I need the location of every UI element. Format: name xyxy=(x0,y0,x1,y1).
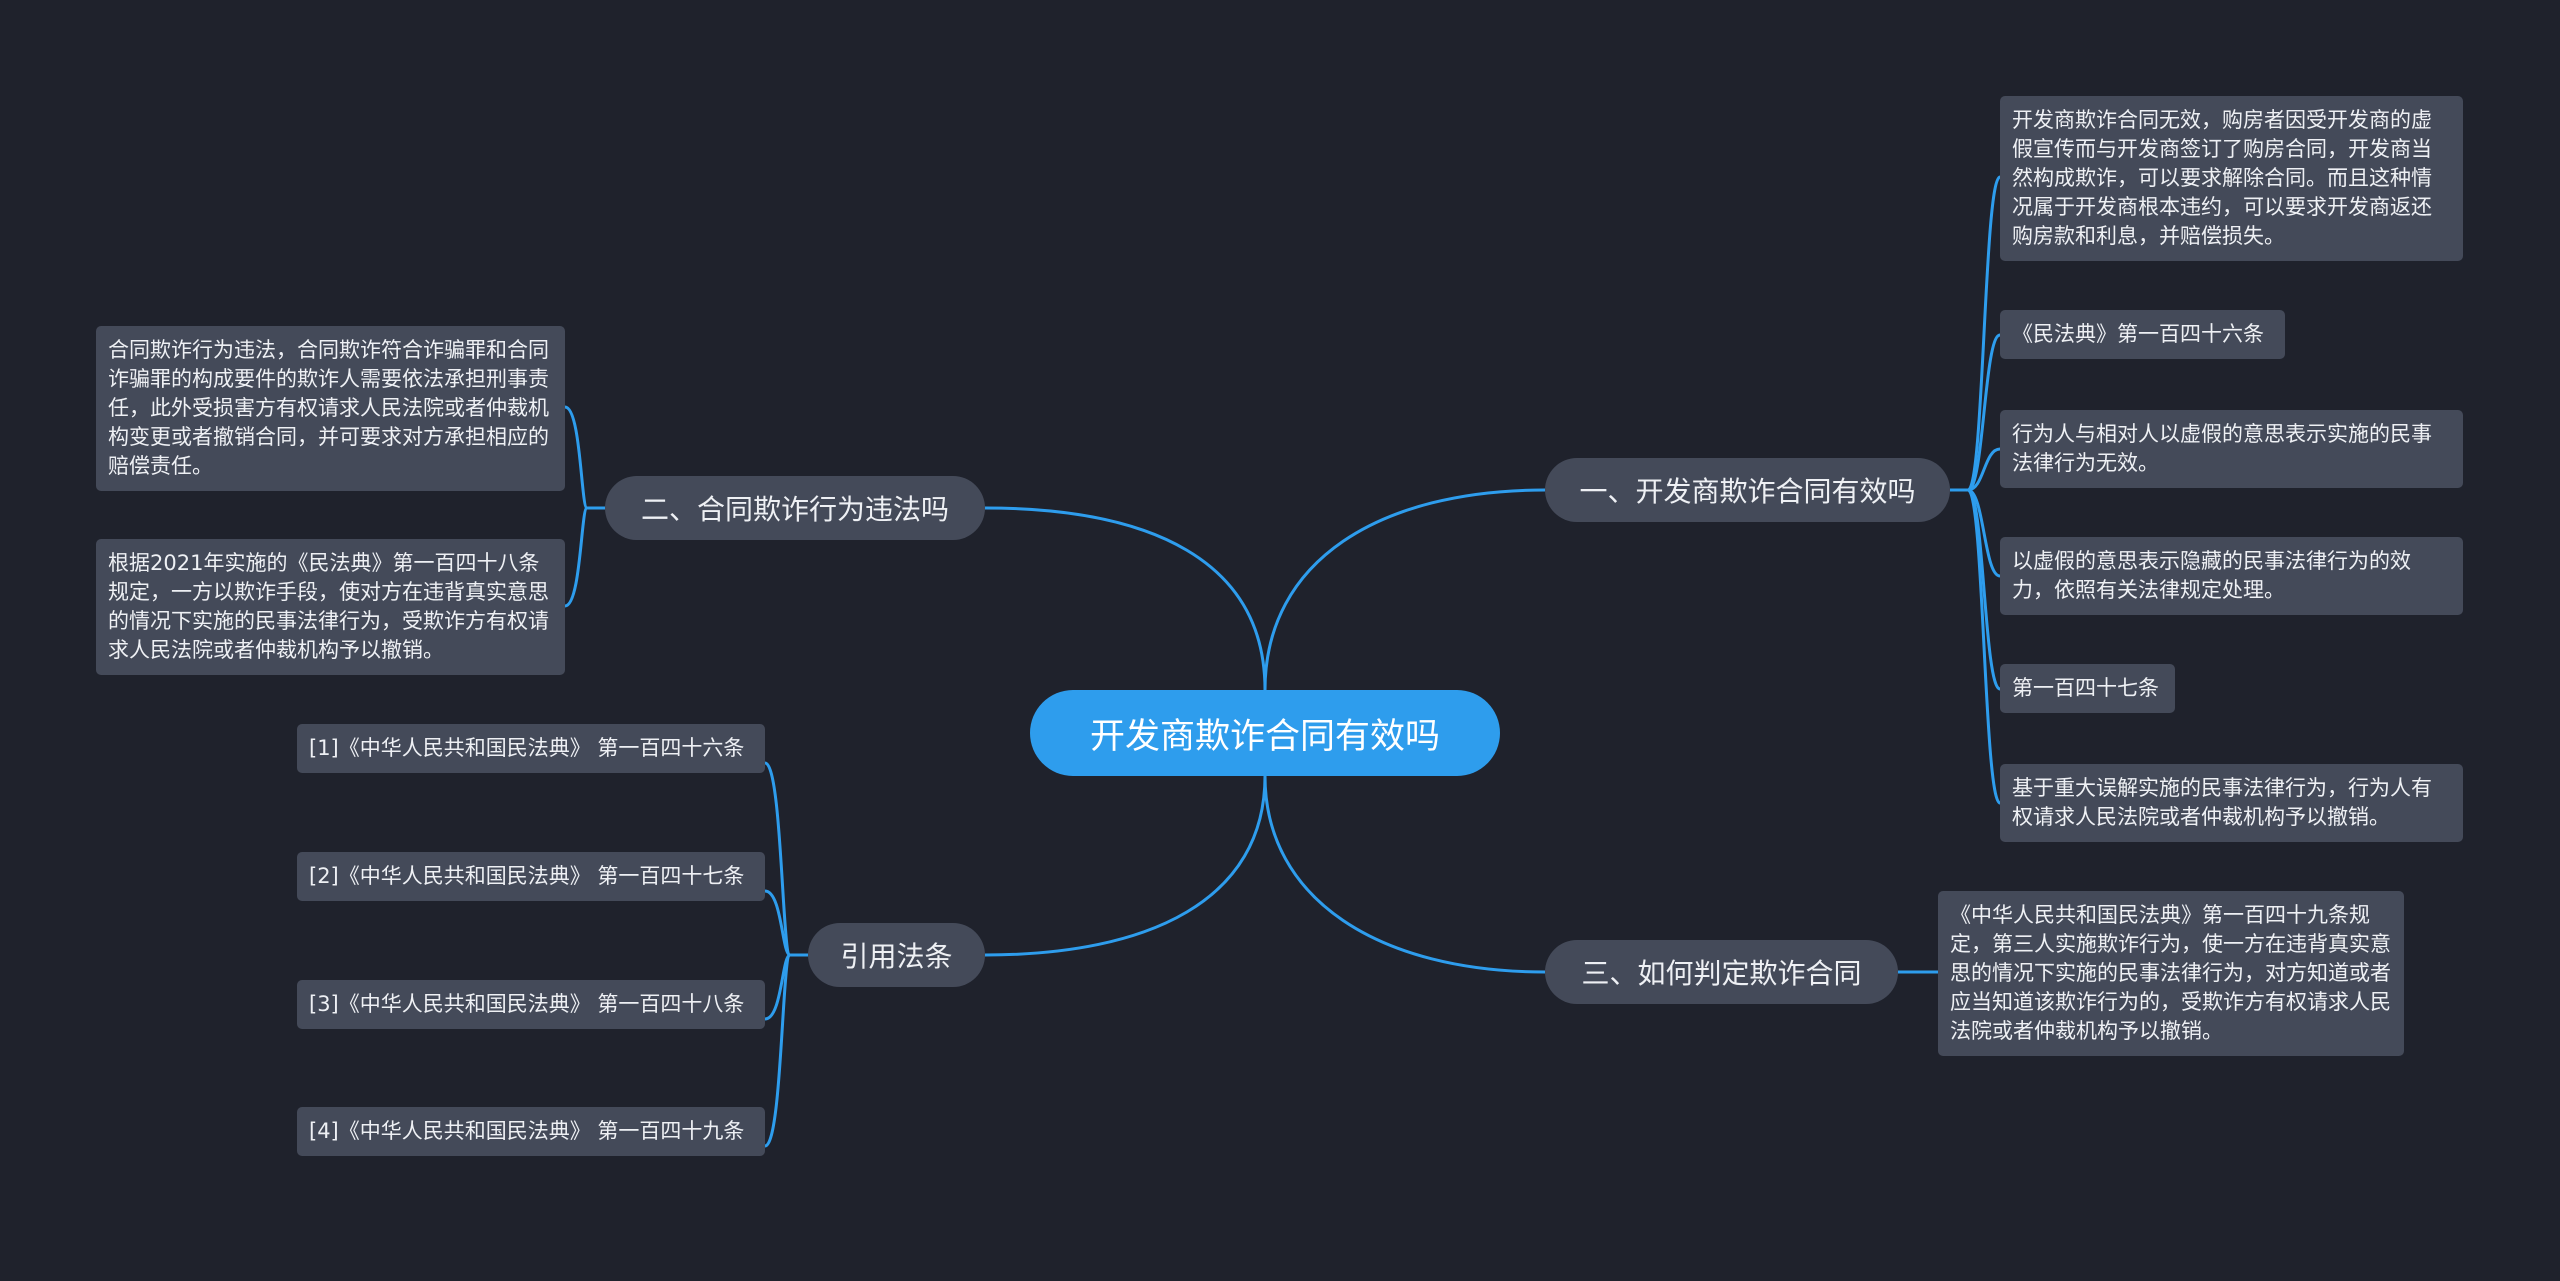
branch-topic-1[interactable]: 一、开发商欺诈合同有效吗 xyxy=(1545,458,1950,522)
leaf-b1-5[interactable]: 第一百四十七条 xyxy=(2000,664,2175,713)
link-root-b1 xyxy=(1263,488,1546,691)
link-root-b3 xyxy=(1263,775,1546,974)
leaf-b1-3[interactable]: 行为人与相对人以虚假的意思表示实施的民事法律行为无效。 xyxy=(2000,410,2463,488)
link-b1-leaf6 xyxy=(1950,488,2002,805)
leaf-b1-6[interactable]: 基于重大误解实施的民事法律行为，行为人有权请求人民法院或者仲裁机构予以撤销。 xyxy=(2000,764,2463,842)
leaf-b1-1[interactable]: 开发商欺诈合同无效，购房者因受开发商的虚假宣传而与开发商签订了购房合同，开发商当… xyxy=(2000,96,2463,261)
leaf-b4-3[interactable]: [3]《中华人民共和国民法典》 第一百四十八条 xyxy=(297,980,765,1029)
leaf-b2-1[interactable]: 合同欺诈行为违法，合同欺诈符合诈骗罪和合同诈骗罪的构成要件的欺诈人需要依法承担刑… xyxy=(96,326,565,491)
link-root-b2 xyxy=(984,506,1267,691)
leaf-b1-2[interactable]: 《民法典》第一百四十六条 xyxy=(2000,310,2285,359)
leaf-b4-1[interactable]: [1]《中华人民共和国民法典》 第一百四十六条 xyxy=(297,724,765,773)
branch-topic-3[interactable]: 三、如何判定欺诈合同 xyxy=(1545,940,1898,1004)
link-b1-leaf1 xyxy=(1950,175,2002,492)
link-b4-leaf4 xyxy=(763,953,808,1148)
leaf-b1-4[interactable]: 以虚假的意思表示隐藏的民事法律行为的效力，依照有关法律规定处理。 xyxy=(2000,537,2463,615)
link-b4-leaf1 xyxy=(763,761,808,957)
branch-topic-4[interactable]: 引用法条 xyxy=(808,923,985,987)
leaf-b4-4[interactable]: [4]《中华人民共和国民法典》 第一百四十九条 xyxy=(297,1107,765,1156)
link-root-b4 xyxy=(984,775,1267,957)
leaf-b3-1[interactable]: 《中华人民共和国民法典》第一百四十九条规定，第三人实施欺诈行为，使一方在违背真实… xyxy=(1938,891,2404,1056)
leaf-b4-2[interactable]: [2]《中华人民共和国民法典》 第一百四十七条 xyxy=(297,852,765,901)
link-b2-leaf1 xyxy=(564,405,605,510)
root-topic[interactable]: 开发商欺诈合同有效吗 xyxy=(1030,690,1500,776)
link-b2-leaf2 xyxy=(564,506,605,608)
branch-topic-2[interactable]: 二、合同欺诈行为违法吗 xyxy=(605,476,985,540)
leaf-b2-2[interactable]: 根据2021年实施的《民法典》第一百四十八条规定，一方以欺诈手段，使对方在违背真… xyxy=(96,539,565,675)
